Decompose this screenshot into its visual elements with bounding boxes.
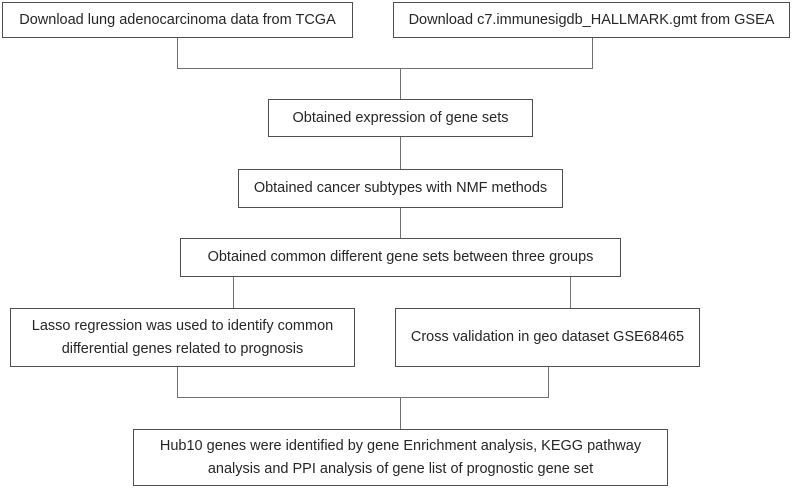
flow-node-cross-validation: Cross validation in geo dataset GSE68465 xyxy=(395,308,700,367)
connector-expression-to-nmf xyxy=(400,137,401,169)
flow-node-download-tcga: Download lung adenocarcinoma data from T… xyxy=(2,2,353,38)
connector-merge-to-hub10 xyxy=(400,397,401,429)
connector-nmf-to-common xyxy=(400,208,401,238)
connector-merge-to-expression xyxy=(400,68,401,99)
flow-node-common-gene-sets: Obtained common different gene sets betw… xyxy=(180,238,621,277)
connector-common-to-lasso xyxy=(233,277,234,308)
connector-common-to-crossval xyxy=(570,277,571,308)
connector-tcga-down xyxy=(177,38,178,68)
connector-gsea-down xyxy=(592,38,593,68)
flow-node-expression-gene-sets: Obtained expression of gene sets xyxy=(268,99,533,137)
flow-node-download-gsea: Download c7.immunesigdb_HALLMARK.gmt fro… xyxy=(393,2,790,38)
flow-node-lasso-regression: Lasso regression was used to identify co… xyxy=(10,308,355,367)
connector-lasso-down xyxy=(177,367,178,397)
connector-top-merge-horizontal xyxy=(177,68,593,69)
connector-bottom-merge-horizontal xyxy=(177,397,549,398)
connector-crossval-down xyxy=(548,367,549,397)
flow-node-cancer-subtypes-nmf: Obtained cancer subtypes with NMF method… xyxy=(238,169,563,208)
flow-node-hub10-genes: Hub10 genes were identified by gene Enri… xyxy=(133,429,668,486)
